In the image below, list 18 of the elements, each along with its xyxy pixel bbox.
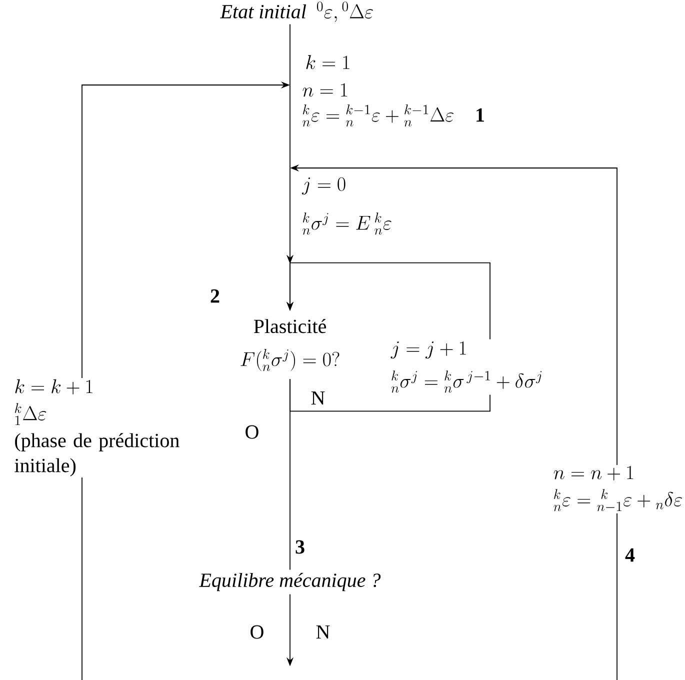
connector-line — [616, 512, 618, 680]
edge-label: N — [310, 390, 326, 406]
branch-label: N — [316, 625, 330, 639]
step-text: $k=k+1$ ${}^{k}_{1}\Delta\varepsilon$ (phase de prédiction initiale) — [14, 379, 180, 476]
start-label: Etat initial ${}^{0}\varepsilon,{}^{0}\Delta\varepsilon$ — [220, 2, 373, 22]
step-text: $j=0$ ${}^{k}_{n}\sigma^{j}=E\,{}^{k}_{n}\varepsilon$ — [302, 177, 392, 235]
step-text: $k=1$ — [306, 55, 350, 70]
decision-text: Plasticité $F({}^{k}_{n}\sigma^{j})=0?$ — [240, 319, 340, 372]
step-number: 3 — [296, 540, 304, 554]
branch-label: O — [250, 625, 264, 639]
step-number: 1 — [476, 108, 484, 122]
step-text: $j=j+1$ ${}^{k}_{n}\sigma^{j}={}^{k}_{n}\sigma^{\,j-1}+\delta\sigma^{j}$ — [390, 341, 542, 393]
step-number: 2 — [210, 289, 220, 303]
step-number: 4 — [625, 548, 635, 562]
edge-label: O — [244, 424, 260, 440]
decision-text: Equilibre mécanique ? — [199, 572, 381, 592]
step-text: $n=1$ ${}^{k}_{n}\varepsilon={}^{k-1}_{n}\varepsilon+{}^{k-1}_{n}\Delta\varepsilon$ — [302, 83, 454, 127]
step-text: $n=n+1$ ${}^{k}_{n}\varepsilon={}^{\;k}_{n-1}\varepsilon+{}_{n}\delta\varepsilon$ — [554, 466, 682, 512]
